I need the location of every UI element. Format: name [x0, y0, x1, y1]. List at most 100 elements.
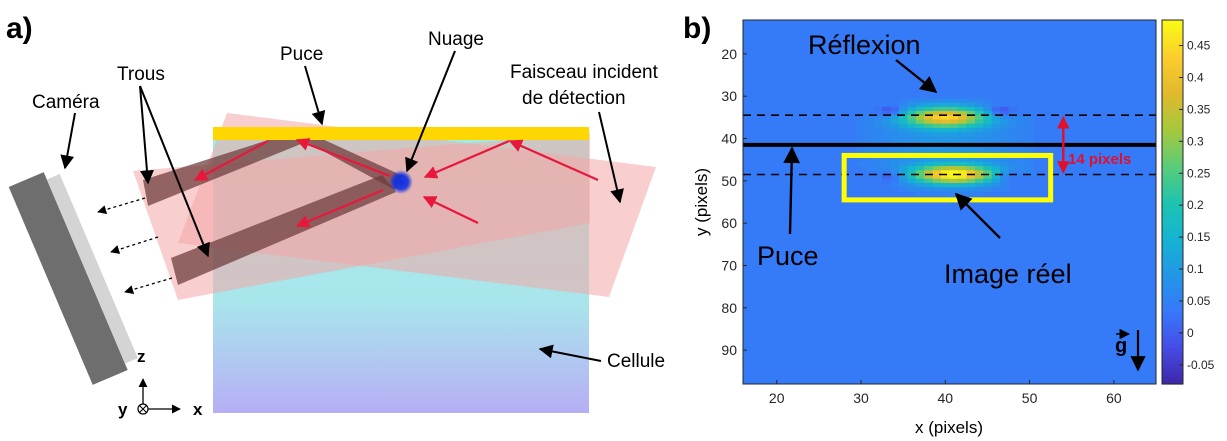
- colorbar-segment: [1162, 181, 1183, 187]
- heatmap-cell: [1016, 132, 1026, 137]
- heatmap-cell: [898, 123, 908, 129]
- heatmap-cell: [1000, 136, 1010, 142]
- heatmap-cell: [941, 174, 951, 180]
- heatmap-cell: [932, 149, 942, 154]
- colorbar-segment: [1162, 371, 1183, 377]
- heatmap-cell: [890, 149, 900, 154]
- colorbar-segment: [1162, 141, 1183, 146]
- heatmap-cell: [856, 115, 866, 121]
- heatmap-cell: [957, 102, 967, 108]
- heatmap-cell: [907, 123, 917, 129]
- heatmap-cell: [932, 170, 942, 176]
- heatmap-cell: [932, 166, 942, 171]
- colorbar-segment: [1162, 347, 1183, 353]
- heatmap-cell: [974, 178, 984, 184]
- chip-arrow: [783, 146, 801, 235]
- heatmap-cell: [991, 132, 1001, 137]
- heatmap-cell: [924, 98, 934, 104]
- heatmap-cell: [915, 187, 925, 193]
- colorbar-segment: [1162, 202, 1183, 207]
- heatmap-cell: [941, 115, 951, 121]
- heatmap-cell: [932, 174, 942, 180]
- colorbar-tick-label: 0.4: [1187, 70, 1204, 84]
- heatmap-cell: [966, 170, 976, 176]
- heatmap-cell: [898, 170, 908, 176]
- heatmap-cell: [1025, 149, 1035, 154]
- heatmap-cell: [915, 149, 925, 154]
- heatmap-cell: [941, 149, 951, 154]
- heatmap-cell: [932, 132, 942, 137]
- heatmap-cell: [966, 115, 976, 121]
- heatmap-cell: [932, 161, 942, 167]
- heatmap-cell: [924, 144, 934, 150]
- light-rays: [193, 138, 599, 228]
- heatmap-cell: [983, 161, 993, 167]
- heatmap-cell: [1025, 157, 1035, 163]
- colorbar-segment: [1162, 270, 1183, 276]
- heatmap-cell: [1016, 119, 1026, 125]
- colorbar-segment: [1162, 32, 1183, 37]
- heatmap-cell: [907, 98, 917, 104]
- heatmap-cell: [898, 106, 908, 112]
- heatmap-cell: [890, 127, 900, 133]
- heatmap-cell: [974, 191, 984, 197]
- y-tick-label: 40: [721, 131, 737, 147]
- heatmap-cell: [1025, 123, 1035, 129]
- colorbar-segment: [1162, 367, 1183, 373]
- heatmap-cell: [966, 111, 976, 116]
- heatmap-cell: [966, 178, 976, 184]
- heatmap-cell: [983, 136, 993, 142]
- heatmap-cell: [1008, 144, 1018, 150]
- heatmap-cell: [941, 182, 951, 188]
- x-tick-label: 40: [937, 390, 953, 406]
- heatmap-cell: [882, 161, 892, 167]
- colorbar-segment: [1162, 177, 1183, 183]
- colorbar-segment: [1162, 303, 1183, 308]
- heatmap-cell: [1016, 144, 1026, 150]
- heatmap-cell: [1000, 157, 1010, 163]
- heatmap-cell: [907, 132, 917, 137]
- heatmap-cell: [974, 157, 984, 163]
- heatmap-cell: [974, 119, 984, 125]
- label-cloud: Nuage: [428, 29, 484, 50]
- colorbar-segment: [1162, 52, 1183, 57]
- heatmap-cell: [915, 127, 925, 133]
- heatmap-cell: [941, 187, 951, 193]
- heatmap-cell: [1016, 136, 1026, 142]
- heatmap-cell: [983, 127, 993, 133]
- heatmap-cell: [890, 166, 900, 171]
- colorbar-tick-label: 0.15: [1187, 230, 1211, 244]
- heatmap-cell: [1000, 123, 1010, 129]
- colorbar-frame: [1161, 19, 1184, 385]
- heatmap-cell: [882, 115, 892, 121]
- colorbar-segment: [1162, 193, 1183, 199]
- heatmap-cell: [957, 191, 967, 197]
- heatmap-cell: [873, 127, 883, 133]
- heatmap-cell: [974, 132, 984, 137]
- heatmap-cell: [949, 174, 959, 180]
- heatmap-cell: [890, 157, 900, 163]
- heatmap-cell: [932, 127, 942, 133]
- camera-body: [8, 172, 128, 385]
- heatmap-cell: [974, 111, 984, 116]
- heatmap-cell: [915, 144, 925, 150]
- colorbar-segment: [1162, 230, 1183, 235]
- heatmap-cell: [983, 157, 993, 163]
- heatmap-cell: [907, 127, 917, 133]
- heatmap-cell: [1008, 136, 1018, 142]
- heatmap-cell: [898, 115, 908, 121]
- heatmap-cell: [1008, 170, 1018, 176]
- heatmap-cell: [915, 191, 925, 197]
- heatmap-cell: [1000, 178, 1010, 184]
- heatmap-cell: [932, 111, 942, 116]
- heatmap-cell: [1025, 115, 1035, 121]
- heatmap-cell: [949, 102, 959, 108]
- heatmap-cell: [907, 170, 917, 176]
- heatmap-cell: [966, 174, 976, 180]
- heatmap-cell: [932, 102, 942, 108]
- heatmap-cell: [898, 132, 908, 137]
- heatmap-cell: [932, 98, 942, 104]
- heatmap-cell: [915, 174, 925, 180]
- colorbar-segment: [1162, 331, 1183, 337]
